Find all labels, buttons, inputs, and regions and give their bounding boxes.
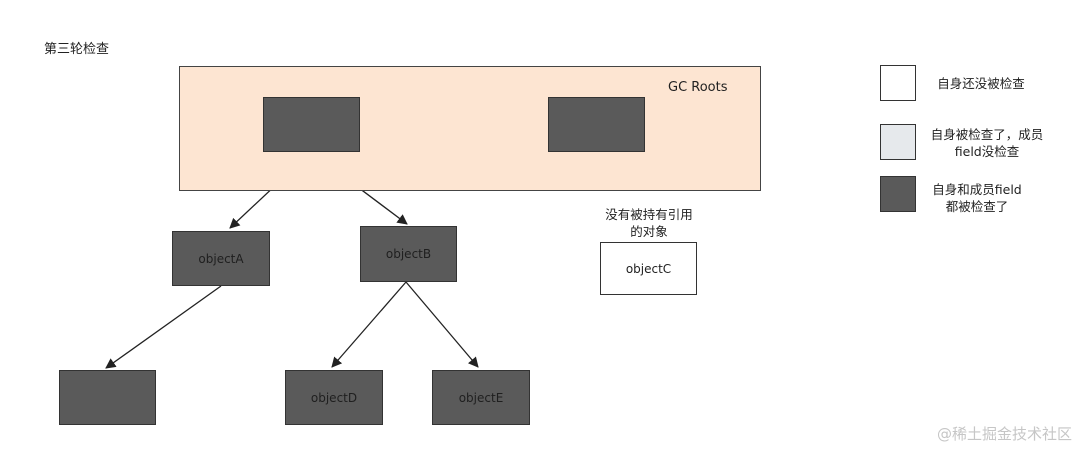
node-objectC-label: objectC <box>625 261 672 276</box>
node-objectE: objectE <box>432 370 530 425</box>
gc-root-node-2 <box>548 97 645 152</box>
unreferenced-note-line1: 没有被持有引用 <box>605 207 693 222</box>
legend-partially-line1: 自身被检查了，成员 <box>930 127 1044 142</box>
legend-label-partially-checked: 自身被检查了，成员 field没检查 <box>922 126 1052 160</box>
legend-swatch-fully-checked <box>880 176 916 212</box>
gc-roots-label: GC Roots <box>668 80 728 95</box>
legend-unchecked-line1: 自身还没被检查 <box>937 76 1025 91</box>
legend-label-unchecked: 自身还没被检查 <box>924 75 1038 92</box>
node-objectB: objectB <box>360 226 457 282</box>
gc-root-node-1 <box>263 97 360 152</box>
node-objectA-label: objectA <box>198 251 244 266</box>
legend-label-fully-checked: 自身和成员field 都被检查了 <box>920 181 1034 215</box>
edge-objectA-child <box>105 285 222 369</box>
legend-swatch-partially-checked <box>880 124 916 160</box>
node-objectD-label: objectD <box>310 390 358 405</box>
node-objectC: objectC <box>600 242 697 295</box>
node-objectA: objectA <box>172 231 270 286</box>
legend-partially-line2: field没检查 <box>954 144 1020 159</box>
node-objectA-child <box>59 370 156 425</box>
legend-swatch-unchecked <box>880 65 916 101</box>
legend-fully-line1: 自身和成员field <box>932 182 1022 197</box>
unreferenced-note-line2: 的对象 <box>630 224 668 239</box>
edge-objectB-objectE <box>405 281 479 368</box>
diagram-title: 第三轮检查 <box>44 42 110 57</box>
node-objectB-label: objectB <box>385 247 432 261</box>
node-objectE-label: objectE <box>458 390 504 405</box>
watermark: @稀土掘金技术社区 <box>936 425 1072 443</box>
edge-objectB-objectD <box>331 281 407 368</box>
node-objectD: objectD <box>285 370 383 425</box>
legend-fully-line2: 都被检查了 <box>945 199 1009 214</box>
unreferenced-note: 没有被持有引用 的对象 <box>590 206 708 240</box>
